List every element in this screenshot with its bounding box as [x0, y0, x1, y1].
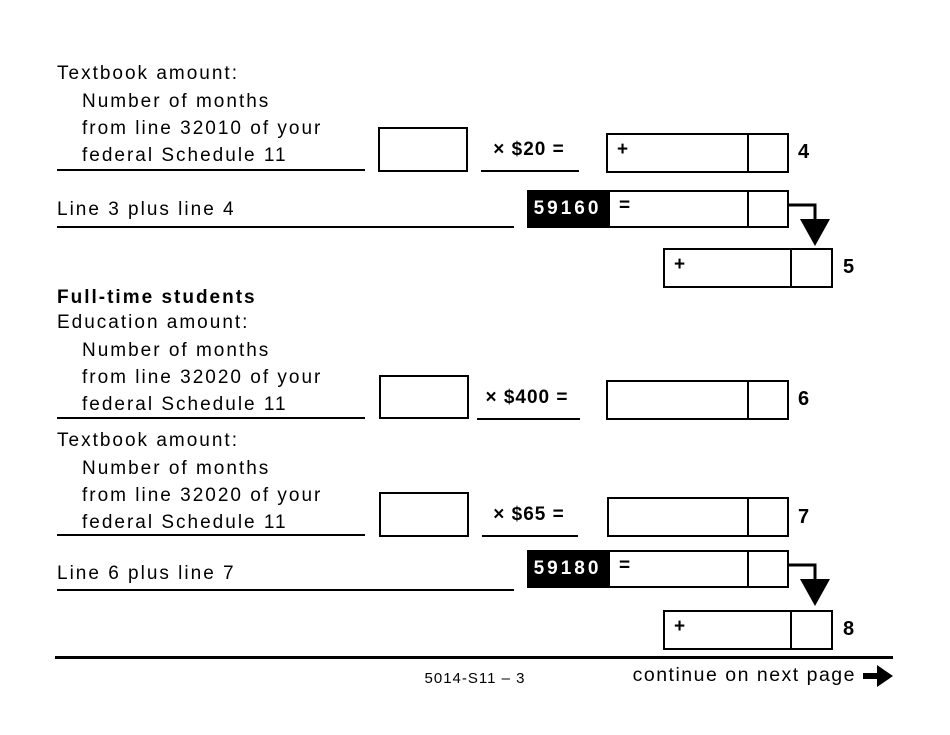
plus-sign: +	[674, 254, 686, 275]
continue-label: continue on next page	[632, 664, 856, 686]
label-underline	[57, 226, 514, 228]
form-page-code: 5014-S11 – 3	[424, 670, 526, 687]
carry-down-arrow-icon	[788, 203, 830, 246]
months-label-line3: federal Schedule 11	[82, 512, 288, 533]
cents-divider	[747, 135, 749, 171]
months-label-line3: federal Schedule 11	[82, 145, 288, 166]
label-underline	[57, 589, 514, 591]
months-label-line1: Number of months	[82, 340, 271, 361]
multiplier-line4: × $20 =	[493, 139, 565, 160]
cents-divider	[790, 250, 792, 286]
line6-plus-line7-label: Line 6 plus line 7	[57, 563, 236, 584]
multiplier-underline	[477, 418, 580, 420]
amount-field-line7[interactable]	[607, 497, 789, 537]
label-underline	[57, 417, 365, 419]
months-label-line2: from line 32020 of your	[82, 367, 323, 388]
label-underline	[57, 534, 365, 536]
continue-arrow-right-icon	[863, 664, 893, 687]
cents-divider	[747, 552, 749, 586]
line-number-7: 7	[798, 506, 810, 528]
multiplier-underline	[481, 170, 579, 172]
months-field-line6[interactable]	[379, 375, 469, 419]
plus-sign: +	[674, 616, 686, 637]
plus-sign: +	[617, 139, 629, 160]
months-field-line4[interactable]	[378, 127, 468, 172]
carry-field-line5[interactable]: +	[663, 248, 833, 288]
carry-field-line8[interactable]: +	[663, 610, 833, 650]
cents-divider	[790, 612, 792, 648]
multiplier-underline	[482, 535, 578, 537]
line-number-8: 8	[843, 618, 855, 640]
textbook-amount-title-parttime: Textbook amount:	[57, 63, 239, 84]
months-field-line7[interactable]	[379, 492, 469, 537]
field-code-59160: 59160	[527, 190, 608, 228]
multiplier-line7: × $65 =	[493, 504, 565, 525]
line-number-5: 5	[843, 256, 855, 278]
months-label-line2: from line 32010 of your	[82, 118, 323, 139]
months-label-line1: Number of months	[82, 458, 271, 479]
cents-divider	[747, 382, 749, 418]
textbook-amount-title-fulltime: Textbook amount:	[57, 430, 239, 451]
amount-field-line6[interactable]	[606, 380, 789, 420]
full-time-students-heading: Full-time students	[57, 287, 257, 308]
months-label-line3: federal Schedule 11	[82, 394, 288, 415]
line-number-4: 4	[798, 141, 810, 163]
line-number-6: 6	[798, 388, 810, 410]
field-code-59180: 59180	[527, 550, 608, 588]
continue-on-next-page: continue on next page	[560, 664, 893, 687]
line3-plus-line4-label: Line 3 plus line 4	[57, 199, 236, 220]
subtotal-field-line3plus4[interactable]: =	[608, 190, 789, 228]
cents-divider	[747, 192, 749, 226]
cents-divider	[747, 499, 749, 535]
multiplier-line6: × $400 =	[485, 387, 569, 408]
carry-down-arrow-icon	[788, 563, 830, 606]
subtotal-field-line6plus7[interactable]: =	[608, 550, 789, 588]
label-underline	[57, 169, 365, 171]
months-label-line1: Number of months	[82, 91, 271, 112]
months-label-line2: from line 32020 of your	[82, 485, 323, 506]
amount-field-line4[interactable]: +	[606, 133, 789, 173]
education-amount-title: Education amount:	[57, 312, 250, 333]
equals-sign: =	[619, 555, 631, 576]
footer-divider	[55, 656, 893, 659]
equals-sign: =	[619, 195, 631, 216]
